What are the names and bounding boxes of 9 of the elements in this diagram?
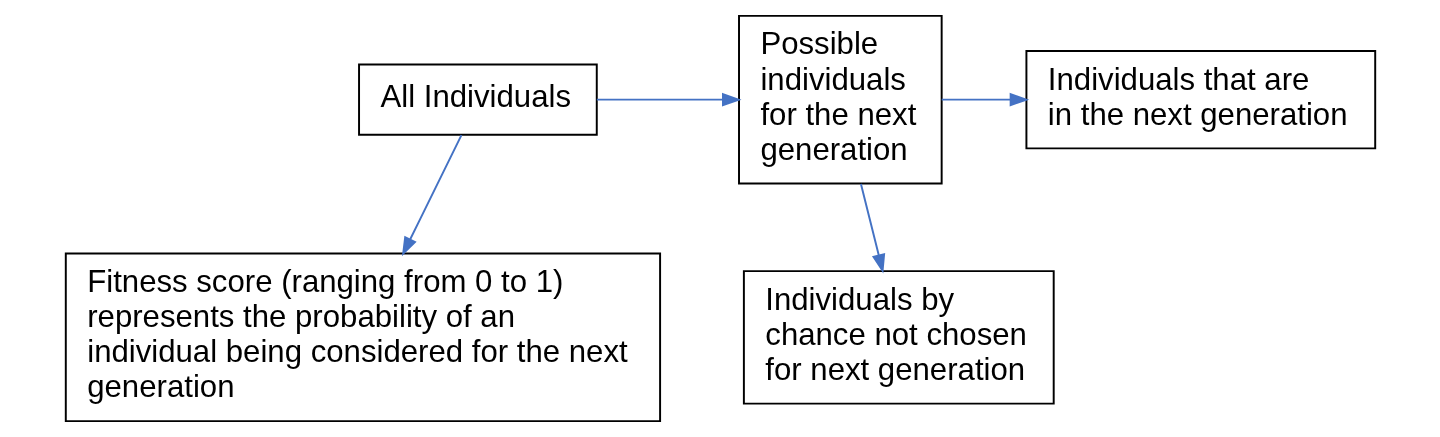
node-box: All Individuals — [357, 63, 598, 136]
node-box: Individuals that are in the next generation — [1024, 49, 1376, 150]
arrow — [940, 92, 1029, 107]
node-box: Individuals by chance not chosen for next generation — [742, 270, 1055, 405]
node-box: Possible individuals for the next generation — [737, 14, 943, 185]
arrow — [595, 92, 741, 107]
arrow — [401, 134, 462, 257]
node-box: Fitness score (ranging from 0 to 1) represents the probability of an individual being considered for the next generation — [64, 252, 661, 423]
arrow — [859, 183, 885, 274]
